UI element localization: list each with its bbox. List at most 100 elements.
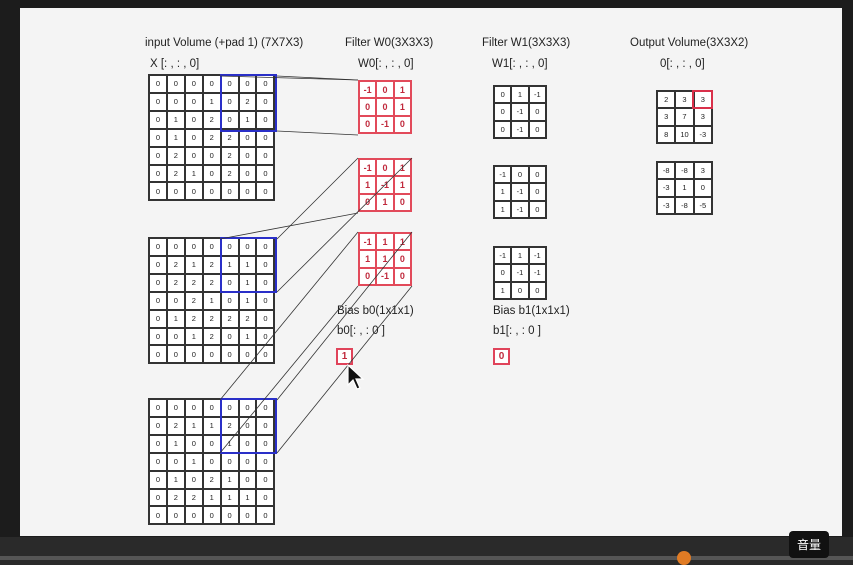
input-channel-0-cell: 0 bbox=[149, 75, 167, 93]
line-2c bbox=[219, 231, 359, 401]
input-channel-0-cell: 0 bbox=[184, 75, 203, 93]
w0-channel-2-cell: -1 bbox=[359, 233, 377, 251]
w1-channel-2-cell: 1 bbox=[494, 281, 512, 299]
input-channel-1-cell: 2 bbox=[184, 273, 203, 292]
output-channel-1-cell: -8 bbox=[657, 162, 676, 180]
line-0c bbox=[219, 75, 359, 81]
output-channel-0-cell: 2 bbox=[657, 91, 676, 109]
w0-channel-0-cell: -1 bbox=[376, 115, 394, 133]
input-channel-1-cell: 1 bbox=[238, 255, 257, 274]
input-channel-1-cell: 1 bbox=[184, 327, 203, 346]
input-channel-1-cell: 0 bbox=[149, 273, 167, 292]
input-channel-2-cell: 2 bbox=[202, 470, 221, 489]
slide: input Volume (+pad 1) (7X7X3) X [: , : ,… bbox=[20, 8, 842, 536]
input-channel-1-cell: 0 bbox=[149, 345, 167, 364]
input-channel-1-cell: 0 bbox=[166, 238, 185, 256]
output-channel-1-cell: -8 bbox=[675, 196, 694, 214]
input-channel-1-cell: 2 bbox=[184, 309, 203, 328]
input-channel-2-cell: 2 bbox=[166, 416, 185, 435]
input-channel-0-cell: 2 bbox=[166, 146, 185, 165]
input-channel-0-cell: 0 bbox=[149, 164, 167, 183]
w1-channel-0-cell: 0 bbox=[528, 120, 546, 138]
input-channel-0-cell: 0 bbox=[202, 182, 221, 201]
w0-channel-2-cell: 0 bbox=[359, 267, 377, 285]
input-channel-1-cell: 0 bbox=[149, 327, 167, 346]
input-channel-0-cell: 0 bbox=[202, 164, 221, 183]
input-channel-0-cell: 0 bbox=[184, 128, 203, 147]
line-1b bbox=[276, 157, 413, 293]
output-channel-1-cell: 0 bbox=[693, 179, 712, 197]
line-1c bbox=[219, 212, 359, 240]
input-channel-0-cell: 0 bbox=[166, 75, 185, 93]
input-channel-1-cell: 0 bbox=[256, 255, 275, 274]
input-channel-0-cell: 2 bbox=[220, 128, 239, 147]
w0-channel-2-cell: 1 bbox=[359, 250, 377, 268]
w1-channel-0-cell: 0 bbox=[494, 86, 512, 104]
input-channel-0-cell: 0 bbox=[184, 182, 203, 201]
progress-knob[interactable] bbox=[677, 551, 691, 565]
output-channel-1-cell: -5 bbox=[693, 196, 712, 214]
input-channel-1-cell: 2 bbox=[166, 273, 185, 292]
input-channel-0-cell: 0 bbox=[256, 128, 275, 147]
input-channel-0-cell: 0 bbox=[256, 146, 275, 165]
w0-channel-1-cell: 0 bbox=[393, 193, 411, 211]
input-channel-0-cell: 0 bbox=[166, 182, 185, 201]
w1-channel-2-cell: -1 bbox=[528, 247, 546, 265]
w1-channel-2-cell: 0 bbox=[494, 264, 512, 282]
input-channel-1-cell: 0 bbox=[220, 327, 239, 346]
input-channel-1-cell: 0 bbox=[149, 291, 167, 310]
input-channel-1-cell: 2 bbox=[202, 309, 221, 328]
input-channel-1-cell: 0 bbox=[184, 238, 203, 256]
input-title: input Volume (+pad 1) (7X7X3) bbox=[145, 37, 304, 49]
w1-channel-1-cell: 0 bbox=[511, 166, 529, 184]
w1-channel-1-cell: 0 bbox=[528, 166, 546, 184]
input-channel-2-cell: 0 bbox=[238, 416, 257, 435]
w1-channel-0-cell: -1 bbox=[511, 103, 529, 121]
input-channel-0-cell: 2 bbox=[166, 164, 185, 183]
input-channel-2-cell: 0 bbox=[220, 506, 239, 525]
input-channel-2-cell: 0 bbox=[256, 470, 275, 489]
input-channel-1-cell: 1 bbox=[238, 327, 257, 346]
input-channel-0-cell: 0 bbox=[149, 92, 167, 111]
w0-channel-0-cell: -1 bbox=[359, 81, 377, 99]
input-channel-0-cell: 0 bbox=[149, 110, 167, 129]
mouse-cursor-icon bbox=[347, 364, 365, 390]
input-channel-1-cell: 2 bbox=[184, 291, 203, 310]
input-channel-0-cell: 2 bbox=[220, 146, 239, 165]
output-channel-0-cell: 10 bbox=[675, 125, 694, 143]
w1-channel-1-cell: 0 bbox=[528, 200, 546, 218]
receptive-field-box-2 bbox=[220, 398, 277, 454]
w0-channel-0-cell: 0 bbox=[359, 115, 377, 133]
w0-channel-2-cell: 0 bbox=[393, 267, 411, 285]
input-channel-0-cell: 0 bbox=[238, 128, 257, 147]
receptive-field-box-0 bbox=[220, 74, 277, 132]
receptive-field-box-1 bbox=[220, 237, 277, 293]
bias-b0-value: 1 bbox=[336, 348, 353, 365]
w0-channel-1-cell: -1 bbox=[359, 159, 377, 177]
input-channel-0-cell: 0 bbox=[256, 164, 275, 183]
output-channel-1-cell: -8 bbox=[675, 162, 694, 180]
input-channel-2-cell: 1 bbox=[220, 470, 239, 489]
input-channel-1-cell: 1 bbox=[166, 309, 185, 328]
input-channel-2-cell: 0 bbox=[202, 506, 221, 525]
progress-bar[interactable] bbox=[0, 556, 853, 560]
connection-lines bbox=[219, 75, 413, 454]
w1-slice-label: W1[: , : , 0] bbox=[492, 58, 548, 70]
input-channel-2-cell: 0 bbox=[149, 506, 167, 525]
input-channel-1-cell: 0 bbox=[149, 255, 167, 274]
input-channel-1-cell: 0 bbox=[149, 238, 167, 256]
input-channel-2-cell: 1 bbox=[166, 470, 185, 489]
w0-channel-0-cell: 1 bbox=[393, 81, 411, 99]
output-channel-1-cell: -3 bbox=[657, 196, 676, 214]
line-1a bbox=[276, 157, 359, 240]
w0-channel-0-cell: 0 bbox=[359, 98, 377, 116]
w1-channel-0-cell: -1 bbox=[511, 120, 529, 138]
w1-channel-2-cell: -1 bbox=[511, 264, 529, 282]
output-channel-0-cell: 8 bbox=[657, 125, 676, 143]
w0-channel-0-cell: 0 bbox=[376, 98, 394, 116]
output-slice-label: 0[: , : , 0] bbox=[660, 58, 705, 70]
